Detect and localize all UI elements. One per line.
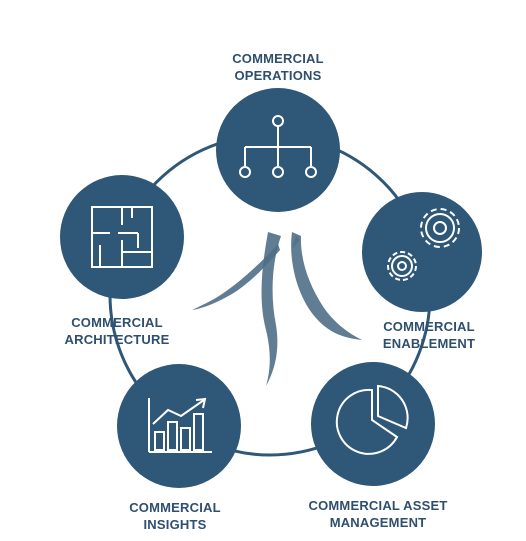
- label-line-1: COMMERCIAL: [129, 500, 221, 515]
- brush-stroke-arrows-icon: [192, 232, 362, 386]
- pie-chart-icon: [335, 384, 409, 455]
- node-architecture: [60, 175, 184, 299]
- org-chart-icon: [239, 115, 317, 178]
- node-circle: [117, 364, 241, 488]
- label-line-2: ARCHITECTURE: [64, 332, 170, 347]
- label-asset-management: COMMERCIAL ASSET MANAGEMENT: [288, 497, 468, 531]
- node-operations: [216, 88, 340, 212]
- node-circle: [362, 192, 482, 312]
- label-line-2: INSIGHTS: [143, 517, 207, 532]
- bar-chart-trend-icon: [148, 397, 212, 453]
- label-line-1: COMMERCIAL: [383, 319, 475, 334]
- label-line-2: MANAGEMENT: [329, 515, 427, 530]
- label-line-1: COMMERCIAL: [71, 315, 163, 330]
- label-line-1: COMMERCIAL: [232, 51, 324, 66]
- node-insights: [117, 364, 241, 488]
- label-operations: COMMERCIAL OPERATIONS: [198, 50, 358, 84]
- label-line-2: ENABLEMENT: [382, 336, 476, 351]
- label-architecture: COMMERCIAL ARCHITECTURE: [42, 314, 192, 348]
- node-circle: [311, 362, 435, 486]
- floor-plan-icon: [91, 206, 153, 268]
- node-enablement: [362, 192, 482, 312]
- gears-icon: [387, 208, 460, 281]
- label-enablement: COMMERCIAL ENABLEMENT: [354, 318, 504, 352]
- label-line-2: OPERATIONS: [234, 68, 322, 83]
- node-asset-management: [311, 362, 435, 486]
- node-circle: [60, 175, 184, 299]
- label-insights: COMMERCIAL INSIGHTS: [100, 499, 250, 533]
- label-line-1: COMMERCIAL ASSET: [308, 498, 448, 513]
